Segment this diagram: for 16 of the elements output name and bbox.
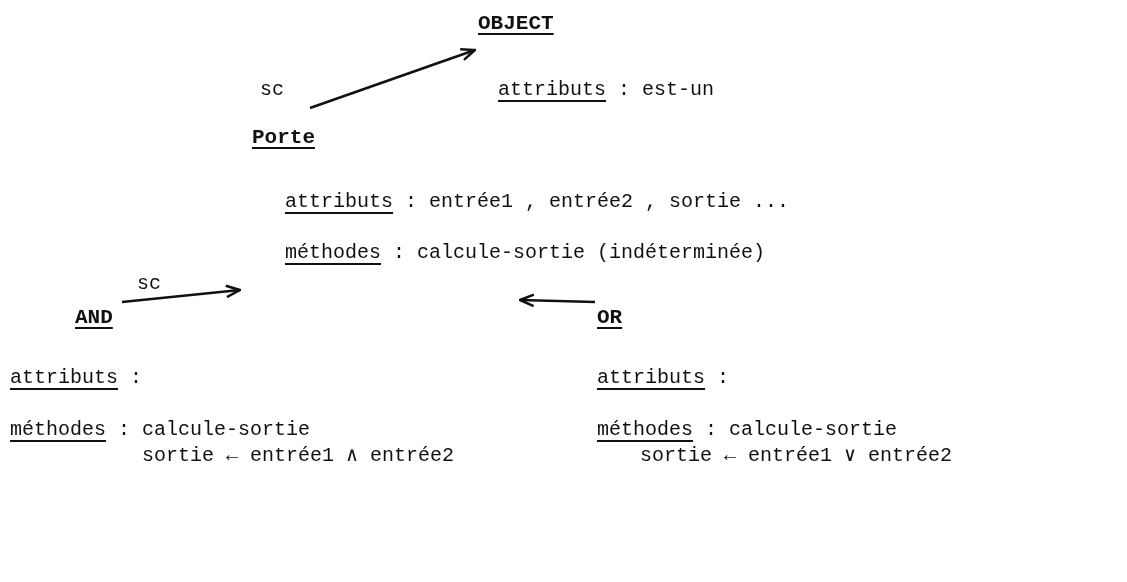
arrow bbox=[309, 47, 477, 110]
class-name: OR bbox=[597, 306, 623, 329]
definition-line: sortie ← entrée1 ∧ entrée2 bbox=[142, 443, 455, 467]
definition-line: méthodes : calcule-sortie bbox=[10, 418, 311, 441]
definition-line: méthodes : calcule-sortie (indéterminée) bbox=[285, 241, 766, 264]
arrow bbox=[518, 293, 596, 308]
class-name: OBJECT bbox=[478, 12, 554, 35]
definition-line: attributs : bbox=[10, 366, 143, 389]
definition-line: attributs : entrée1 , entrée2 , sortie ... bbox=[285, 190, 790, 213]
arrow bbox=[121, 284, 242, 304]
definition-line: attributs : bbox=[597, 366, 730, 389]
definition-line: méthodes : calcule-sortie bbox=[597, 418, 898, 441]
class-name: Porte bbox=[252, 126, 315, 149]
definition-line: attributs : est-un bbox=[498, 78, 715, 101]
definition-line: sortie ← entrée1 ∨ entrée2 bbox=[640, 443, 953, 467]
class-name: AND bbox=[75, 306, 113, 329]
